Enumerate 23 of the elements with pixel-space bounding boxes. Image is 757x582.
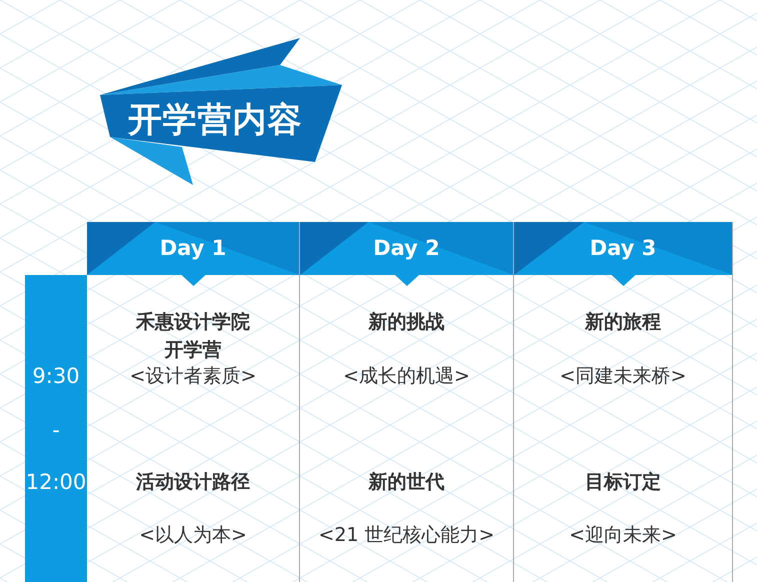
session-subtitle: <以人为本> [139, 523, 247, 548]
session-title: 目标订定 [585, 470, 661, 495]
day-column [514, 222, 733, 582]
time-text: 12:00 [25, 469, 87, 496]
day-column [87, 222, 300, 582]
session-title: 活动设计路径 [136, 470, 250, 495]
session-title: 新的世代 [368, 470, 444, 495]
day-heading: Day 2 [373, 235, 440, 262]
session-subtitle: <21 世纪核心能力> [318, 523, 495, 548]
time-text: 9:30 [31, 363, 81, 390]
session-title: 新的挑战 [368, 310, 444, 335]
session-subtitle: <成长的机遇> [343, 364, 470, 389]
session-subtitle: <迎向未来> [569, 523, 677, 548]
time-bar [25, 275, 87, 582]
banner-title: 开学营内容 [126, 99, 304, 142]
time-text: - [51, 417, 61, 444]
session-title: 新的旅程 [585, 310, 661, 335]
session-title: 禾惠设计学院开学营 [134, 310, 251, 363]
session-subtitle: <设计者素质> [130, 364, 256, 389]
day-heading: Day 3 [590, 235, 656, 262]
day-heading: Day 1 [160, 235, 226, 262]
session-subtitle: <同建未来桥> [560, 364, 686, 389]
day-column [300, 222, 514, 582]
